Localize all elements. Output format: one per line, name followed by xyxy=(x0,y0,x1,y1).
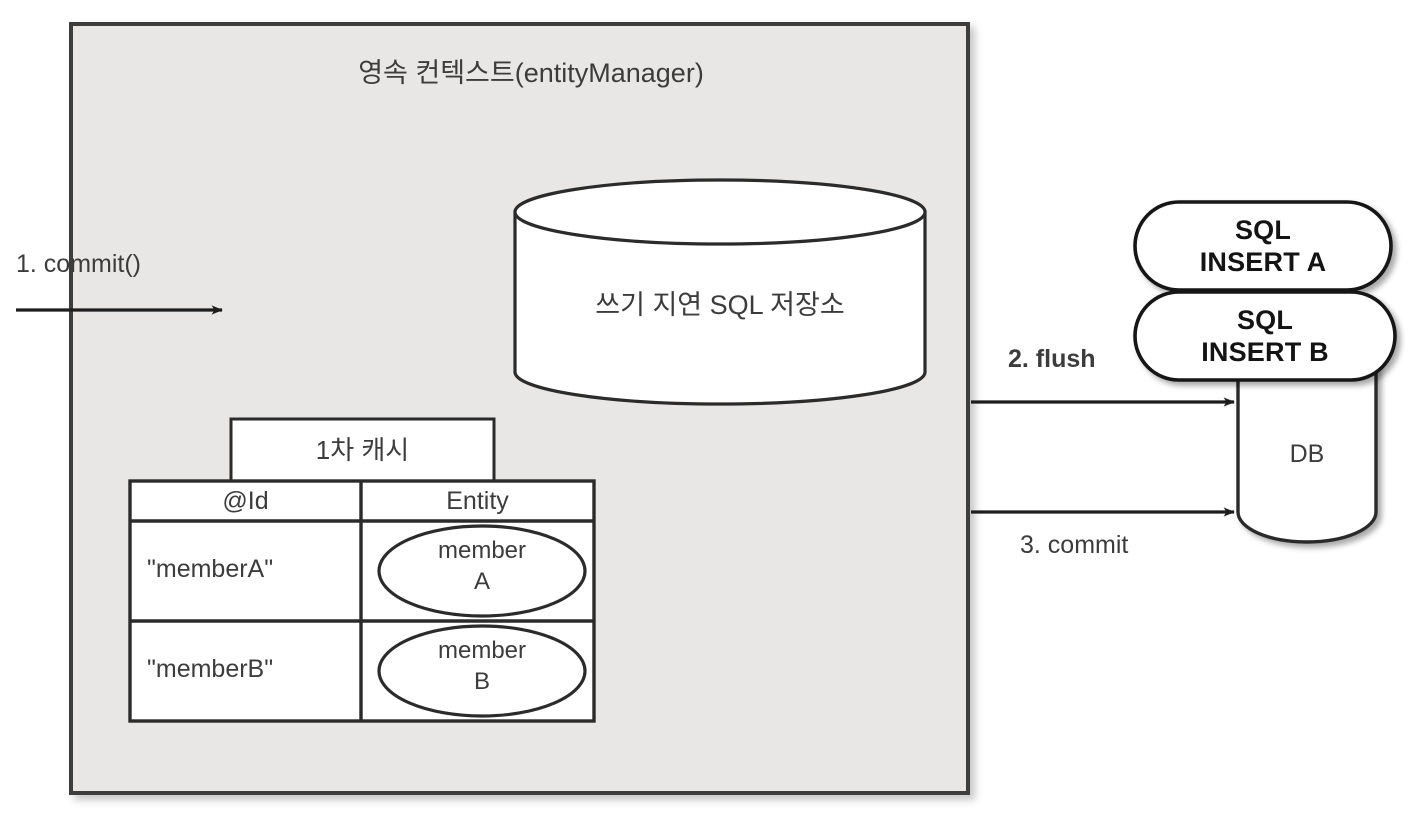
sql-insert-a-shape xyxy=(1133,200,1393,292)
sql-insert-b-line1: SQL xyxy=(1236,305,1294,335)
write-behind-sql-store-label: 쓰기 지연 SQL 저장소 xyxy=(595,290,845,320)
sql-insert-b-shape xyxy=(1133,290,1397,382)
cache-column-header-id: @Id xyxy=(222,487,269,515)
cache-row-1-id: "memberB" xyxy=(147,655,274,683)
write-behind-sql-store-shape xyxy=(513,178,927,406)
sql-insert-a-line2: INSERT A xyxy=(1199,247,1327,277)
step-label-commit-in: 1. commit() xyxy=(16,250,141,278)
cache-row-0-id: "memberA" xyxy=(147,555,274,583)
step-label-commit-db: 3. commit xyxy=(1020,531,1129,559)
first-level-cache-table-shape xyxy=(128,479,596,723)
first-level-cache-tab-shape xyxy=(229,417,496,484)
cache-row-1-entity-line1: member xyxy=(437,637,527,664)
database-shape xyxy=(1236,328,1378,544)
cache-column-header-entity: Entity xyxy=(446,487,509,515)
cache-row-0-entity-line2: A xyxy=(473,568,490,595)
database-label: DB xyxy=(1289,440,1325,468)
step-label-flush: 2. flush xyxy=(1008,345,1096,373)
cache-row-0-entity-line1: member xyxy=(437,537,527,564)
cache-row-1-entity-line2: B xyxy=(473,668,490,695)
persistence-context-title: 영속 컨텍스트(entityManager) xyxy=(358,58,704,88)
first-level-cache-tab-label: 1차 캐시 xyxy=(315,435,410,465)
sql-insert-b-line2: INSERT B xyxy=(1201,337,1329,367)
sql-insert-a-line1: SQL xyxy=(1234,215,1292,245)
